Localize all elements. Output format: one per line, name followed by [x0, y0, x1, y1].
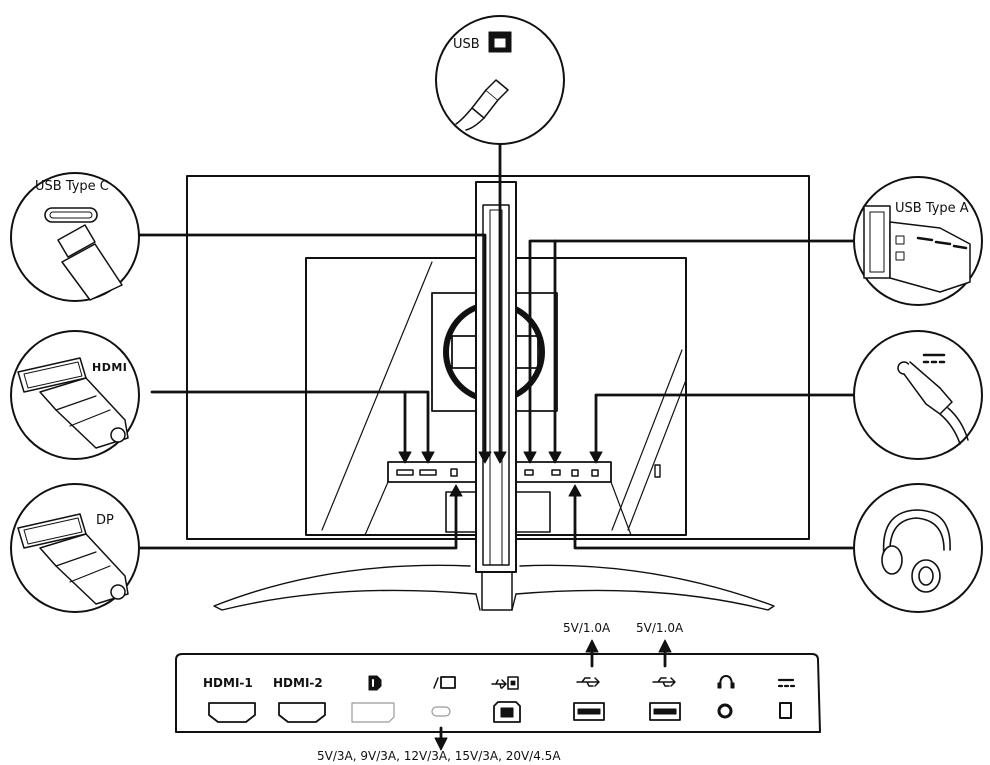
headphone-icon [717, 675, 735, 689]
dp-callout [10, 483, 140, 613]
usb-c-callout [10, 172, 140, 302]
usb-a-callout [853, 176, 983, 306]
port-hdmi-1 [208, 702, 256, 723]
usb-b-upstream-icon [491, 676, 519, 690]
usb-c-label: USB Type C [35, 179, 109, 194]
connection-leaders [138, 141, 857, 550]
port-usb-c [431, 706, 451, 717]
usb-a-plug-icon [863, 205, 971, 293]
port-hdmi-2 [278, 702, 326, 723]
dp-plug-icon [17, 513, 129, 605]
dc-power-callout [853, 330, 983, 460]
port-headphone [717, 703, 733, 719]
rear-port-marks [396, 468, 599, 477]
dp-label: DP [96, 513, 114, 528]
stand-foot-right [515, 564, 775, 611]
port-dp [351, 702, 395, 723]
port-hdmi-1-label: HDMI-1 [203, 676, 253, 690]
hdmi-plug-icon [17, 357, 129, 449]
monitor-rear-view [186, 175, 810, 611]
usb-a-icon-2 [652, 677, 676, 687]
rating-arrows [434, 639, 672, 751]
usb-b-plug-icon [455, 79, 509, 131]
port-hdmi-2-label: HDMI-2 [273, 676, 323, 690]
port-usb-a-2 [649, 702, 681, 721]
headphones-icon [881, 509, 951, 593]
usb-b-label: USB [453, 37, 480, 52]
usb-c-power-icon [433, 676, 456, 689]
io-panel [175, 639, 821, 751]
port-usb-a-1 [573, 702, 605, 721]
hdmi-callout [10, 330, 140, 460]
dc-plug-icon [897, 361, 969, 445]
usb-b-callout [435, 15, 565, 145]
usb-a-2-rating: 5V/1.0A [636, 621, 684, 635]
usb-a-icon [576, 677, 600, 687]
usb-a-label: USB Type A [895, 201, 969, 216]
dc-power-icon [777, 678, 796, 688]
usb-c-plug-icon [57, 224, 123, 301]
displayport-icon [368, 675, 382, 691]
usb-c-rating: 5V/3A, 9V/3A, 12V/3A, 15V/3A, 20V/4.5A [317, 749, 561, 763]
stand-foot-left [213, 564, 477, 611]
usb-a-1-rating: 5V/1.0A [563, 621, 611, 635]
headphone-callout [853, 483, 983, 613]
port-dc-in [779, 702, 792, 719]
port-usb-b [493, 701, 521, 723]
hdmi-logo: HDMI [92, 361, 128, 374]
dc-symbol-icon [922, 353, 946, 364]
